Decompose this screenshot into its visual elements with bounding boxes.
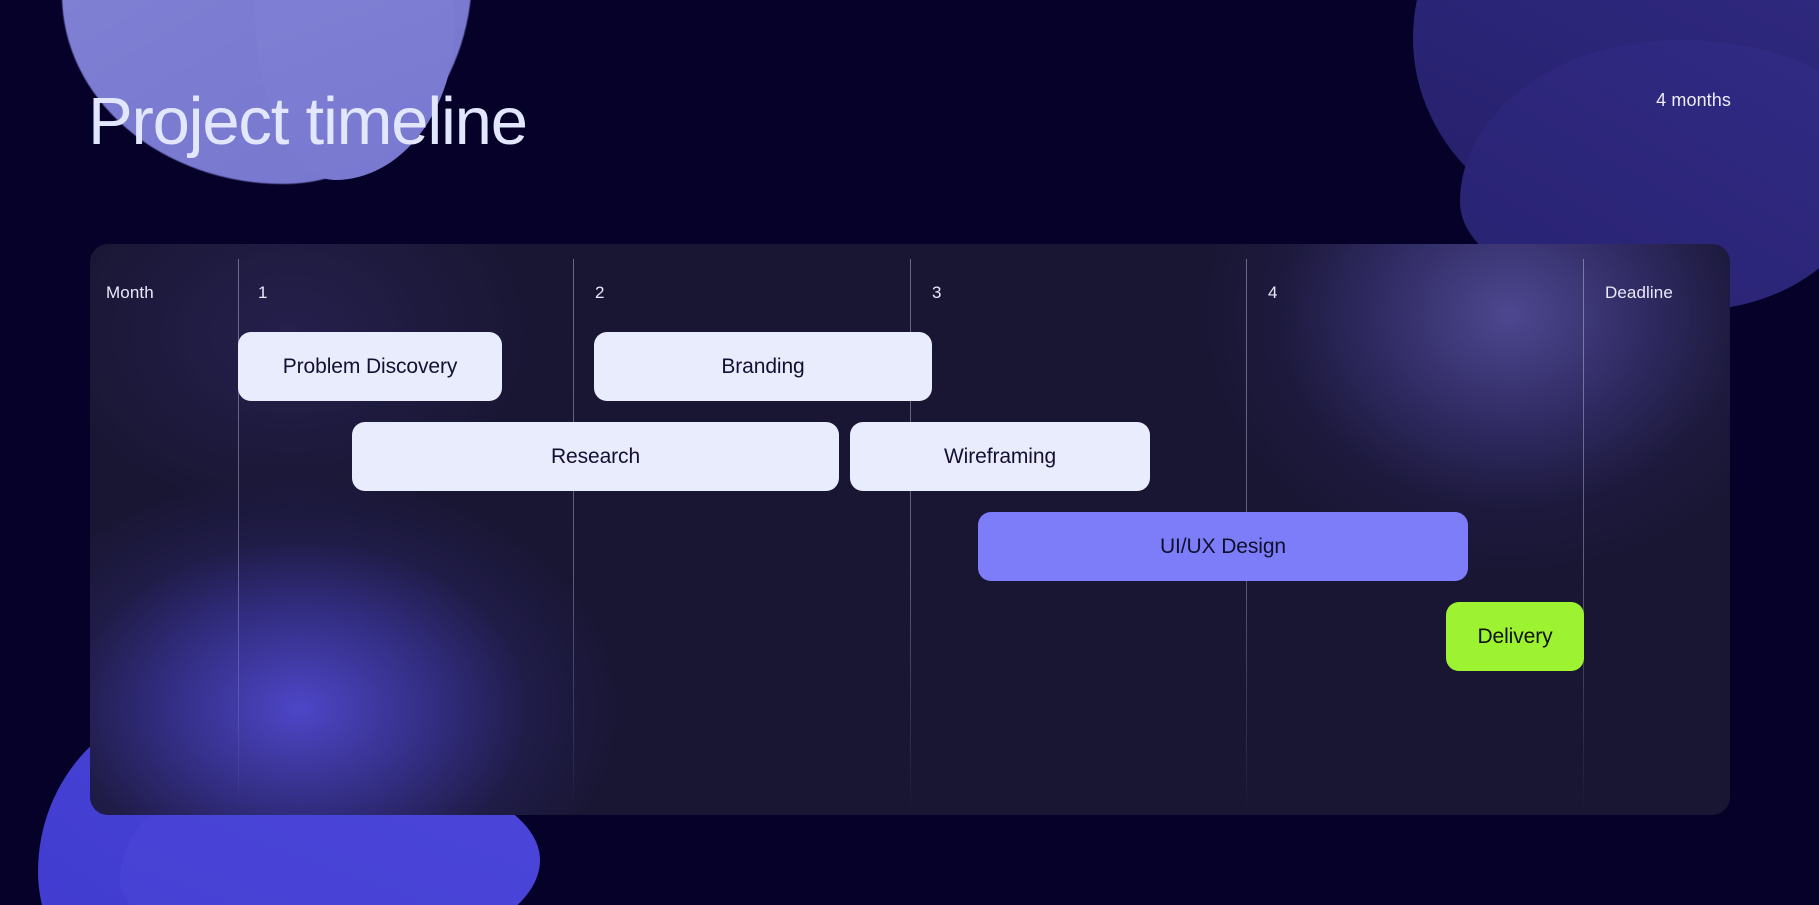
grid-divider bbox=[573, 259, 574, 813]
task-bar-research[interactable]: Research bbox=[352, 422, 839, 491]
column-header-deadline: Deadline bbox=[1605, 283, 1673, 302]
column-header-1: 1 bbox=[258, 283, 268, 302]
duration-badge: 4 months bbox=[1656, 90, 1731, 110]
grid-divider bbox=[238, 259, 239, 813]
task-bar-delivery[interactable]: Delivery bbox=[1446, 602, 1584, 671]
column-header-4: 4 bbox=[1268, 283, 1278, 302]
timeline-card: Month 1 2 3 4 Deadline Problem Discovery Brand… bbox=[90, 244, 1730, 815]
decorative-blob-top-right bbox=[1413, 0, 1819, 240]
column-header-2: 2 bbox=[595, 283, 605, 302]
grid-divider bbox=[910, 259, 911, 813]
column-header-3: 3 bbox=[932, 283, 942, 302]
page-title: Project timeline bbox=[88, 84, 528, 159]
task-bar-ui-ux-design[interactable]: UI/UX Design bbox=[978, 512, 1468, 581]
task-bar-problem-discovery[interactable]: Problem Discovery bbox=[238, 332, 502, 401]
task-bar-branding[interactable]: Branding bbox=[594, 332, 932, 401]
grid-divider bbox=[1583, 259, 1584, 813]
column-header-month: Month bbox=[106, 283, 154, 302]
task-bar-wireframing[interactable]: Wireframing bbox=[850, 422, 1150, 491]
timeline-grid bbox=[90, 244, 1730, 815]
